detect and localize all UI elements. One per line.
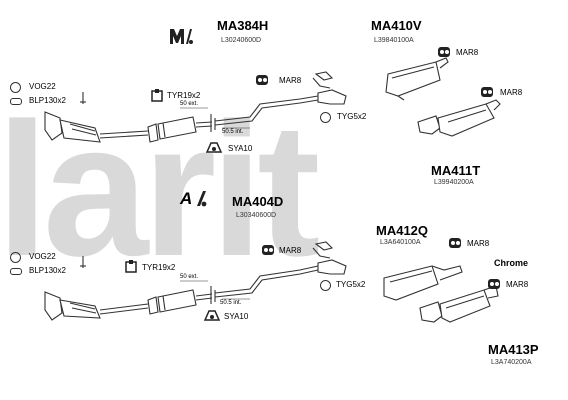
- part-label-vog22: VOG22: [29, 82, 56, 91]
- sya10-seal-icon: [203, 310, 221, 321]
- blp-bolt-icon: [10, 98, 22, 105]
- dimension-int: 50.5 int.: [222, 129, 244, 135]
- dimension-int: 50.5 int.: [220, 300, 242, 306]
- tyg5-ring-icon: [320, 112, 331, 123]
- part-label-vog22: VOG22: [29, 252, 56, 261]
- part-label-mar8: MAR8: [500, 88, 523, 97]
- sya10-seal-icon: [205, 142, 223, 153]
- dimension-ext: 50 ext.: [180, 101, 199, 107]
- vog22-ring-icon: [10, 252, 21, 263]
- group-code: MA410V: [371, 18, 422, 33]
- part-label-mar8: MAR8: [506, 280, 529, 289]
- part-label-tyg5: TYG5x2: [336, 280, 366, 289]
- part-label-sya10: SYA10: [228, 144, 253, 153]
- dimension-ext: 50 ext.: [180, 274, 199, 280]
- centre-silencer-top: [147, 71, 347, 143]
- group-code: MA412Q: [376, 223, 429, 238]
- mar8-icon: [481, 87, 493, 97]
- blp-bolt-icon: [10, 268, 22, 275]
- part-label-mar8: MAR8: [467, 239, 490, 248]
- group-ref: L30340600D: [236, 212, 277, 219]
- mar8-icon: [438, 47, 450, 57]
- part-label-blp130: BLP130x2: [29, 96, 66, 105]
- part-label-mar8: MAR8: [279, 246, 302, 255]
- mar8-icon: [488, 279, 500, 289]
- brand-badge-mark-icon: [197, 191, 207, 207]
- tyr-clamp-icon: [125, 260, 137, 273]
- group-ref: L3A740200A: [491, 359, 532, 366]
- part-label-tyg5: TYG5x2: [337, 112, 367, 121]
- centre-silencer-bottom: [147, 241, 347, 315]
- part-label-mar8: MAR8: [456, 48, 479, 57]
- group-code: MA404D: [232, 194, 284, 209]
- mar8-icon: [262, 245, 274, 255]
- rear-silencer-ma411t: [417, 99, 501, 137]
- group-ref: L39840100A: [374, 37, 414, 44]
- part-label-tyr19: TYR19x2: [167, 91, 201, 100]
- vog22-ring-icon: [10, 82, 21, 93]
- part-label-blp130: BLP130x2: [29, 266, 66, 275]
- rear-silencer-ma410v: [385, 57, 449, 101]
- group-code: MA413P: [488, 342, 539, 357]
- group-ref: L30240600D: [221, 37, 262, 44]
- tyg5-ring-icon: [320, 280, 331, 291]
- mar8-icon: [449, 238, 461, 248]
- group-code: MA384H: [217, 18, 269, 33]
- part-label-tyr19: TYR19x2: [142, 263, 176, 272]
- chrome-label: Chrome: [494, 258, 529, 268]
- front-pipe-catalyst-top: [44, 92, 149, 143]
- brand-logo-icon: [170, 29, 193, 44]
- mar8-icon: [256, 75, 268, 85]
- front-pipe-catalyst-bottom: [44, 256, 149, 321]
- group-code: MA411T: [431, 163, 481, 178]
- part-label-mar8: MAR8: [279, 76, 302, 85]
- tyr-clamp-icon: [151, 89, 163, 102]
- part-label-sya10: SYA10: [224, 312, 249, 321]
- rear-silencer-ma412q: [383, 265, 463, 301]
- brand-a-badge: A: [180, 189, 193, 208]
- group-ref: L39940200A: [434, 179, 474, 186]
- group-ref: L3A640100A: [380, 239, 421, 246]
- rear-silencer-ma413p: [419, 285, 499, 323]
